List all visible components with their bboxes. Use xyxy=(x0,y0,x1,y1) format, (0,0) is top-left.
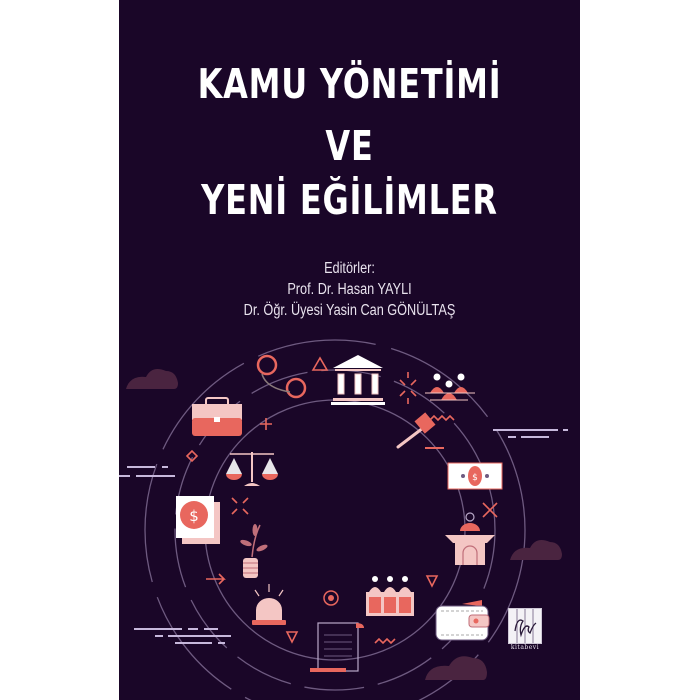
illustration: $ $ xyxy=(119,339,568,700)
arrow-icon xyxy=(206,573,226,585)
inner-ring xyxy=(204,399,466,661)
publisher-logo xyxy=(508,608,542,644)
group-people-icon xyxy=(425,373,475,401)
target-icon xyxy=(323,590,339,606)
svg-text:$: $ xyxy=(189,507,199,525)
book-cover: KAMU YÖNETİMİ VE YENİ EĞİLİMLER Editörle… xyxy=(119,0,580,700)
siren-icon xyxy=(252,584,286,625)
banknote-icon: $ xyxy=(447,462,503,490)
zigzag-icon xyxy=(429,414,455,422)
cloud-icon xyxy=(126,369,178,389)
scales-icon xyxy=(226,452,278,486)
cloud-icon xyxy=(425,656,487,680)
triangle-icon xyxy=(311,356,329,371)
publisher-logo-text: kitabevi xyxy=(510,644,540,651)
invoice-dollar-icon: $ xyxy=(176,496,220,544)
diamond-icon xyxy=(185,449,199,463)
triangle-icon xyxy=(285,631,299,644)
briefcase-icon xyxy=(192,397,242,436)
cloud-icon xyxy=(510,540,562,560)
triangle-icon xyxy=(425,575,439,588)
outer-ring xyxy=(144,339,526,700)
zigzag-icon xyxy=(374,637,396,645)
wallet-icon xyxy=(435,600,490,641)
handcuffs-icon xyxy=(256,354,307,399)
editor-2: Dr. Öğr. Üyesi Yasin Can GÖNÜLTAŞ xyxy=(243,302,456,319)
editor-1: Prof. Dr. Hasan YAYLI xyxy=(287,281,412,298)
plant-coins-icon xyxy=(240,524,268,578)
sparkle-icon xyxy=(399,372,417,404)
jury-box-icon xyxy=(366,576,414,616)
editors-block: Editörler: Prof. Dr. Hasan YAYLI Dr. Öğr… xyxy=(160,258,538,321)
podium-icon xyxy=(445,512,495,565)
scroll-icon xyxy=(310,622,364,672)
gavel-icon xyxy=(396,412,444,449)
title-line-2: VE xyxy=(325,122,374,170)
editors-label: Editörler: xyxy=(324,260,375,277)
sparkle-icon xyxy=(231,497,249,515)
plus-icon xyxy=(260,418,272,430)
title-line-3: YENİ EĞİLİMLER xyxy=(201,176,498,224)
courthouse-icon xyxy=(331,355,385,405)
title-line-1: KAMU YÖNETİMİ xyxy=(197,60,502,108)
cross-icon xyxy=(482,502,498,518)
svg-text:$: $ xyxy=(472,473,478,483)
